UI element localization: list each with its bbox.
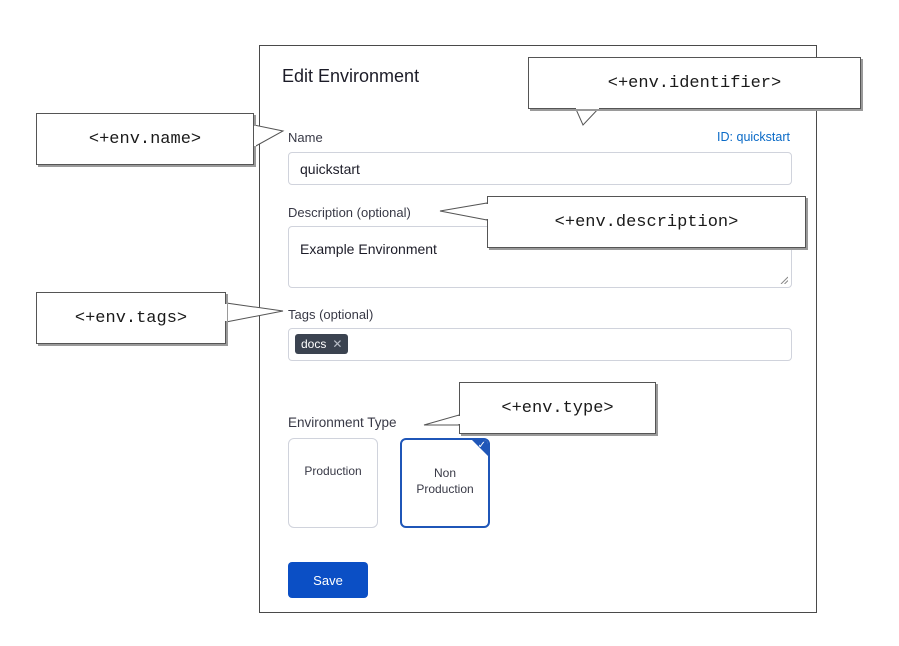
- resize-handle-icon[interactable]: [780, 276, 788, 284]
- close-icon[interactable]: ✕: [332, 337, 343, 351]
- callout-name: <+env.name>: [36, 113, 254, 165]
- check-icon: ✓: [477, 440, 486, 451]
- environment-type-production[interactable]: Production: [288, 438, 378, 528]
- name-label: Name: [288, 130, 323, 145]
- tags-label: Tags (optional): [288, 307, 374, 322]
- selected-corner: [471, 440, 488, 457]
- identifier-prefix: ID:: [717, 130, 734, 144]
- card-label: Production: [304, 464, 362, 478]
- environment-type-label: Environment Type: [288, 415, 397, 430]
- callout-tags: <+env.tags>: [36, 292, 226, 344]
- dialog-title: Edit Environment: [282, 66, 420, 86]
- description-label: Description (optional): [288, 205, 411, 220]
- tag-chip-label: docs: [301, 337, 327, 351]
- callout-type: <+env.type>: [459, 382, 656, 434]
- environment-type-non-production[interactable]: ✓ Non Production: [400, 438, 490, 528]
- identifier-value[interactable]: quickstart: [736, 130, 791, 144]
- card-label-line2: Production: [416, 482, 474, 496]
- edit-environment-dialog: Edit Environment Name ID: quickstart qui…: [259, 45, 817, 613]
- callout-identifier: <+env.identifier>: [528, 57, 861, 109]
- tags-input[interactable]: docs ✕: [288, 328, 792, 361]
- tag-chip: docs ✕: [295, 334, 349, 354]
- save-button[interactable]: Save: [288, 562, 368, 598]
- callout-description: <+env.description>: [487, 196, 806, 248]
- identifier-display: ID: quickstart: [717, 130, 790, 144]
- card-label-line1: Non: [433, 466, 456, 480]
- name-input[interactable]: quickstart: [288, 152, 792, 185]
- description-value: Example Environment: [300, 241, 437, 257]
- card-label: Non Production: [416, 465, 473, 497]
- name-input-value: quickstart: [300, 161, 360, 177]
